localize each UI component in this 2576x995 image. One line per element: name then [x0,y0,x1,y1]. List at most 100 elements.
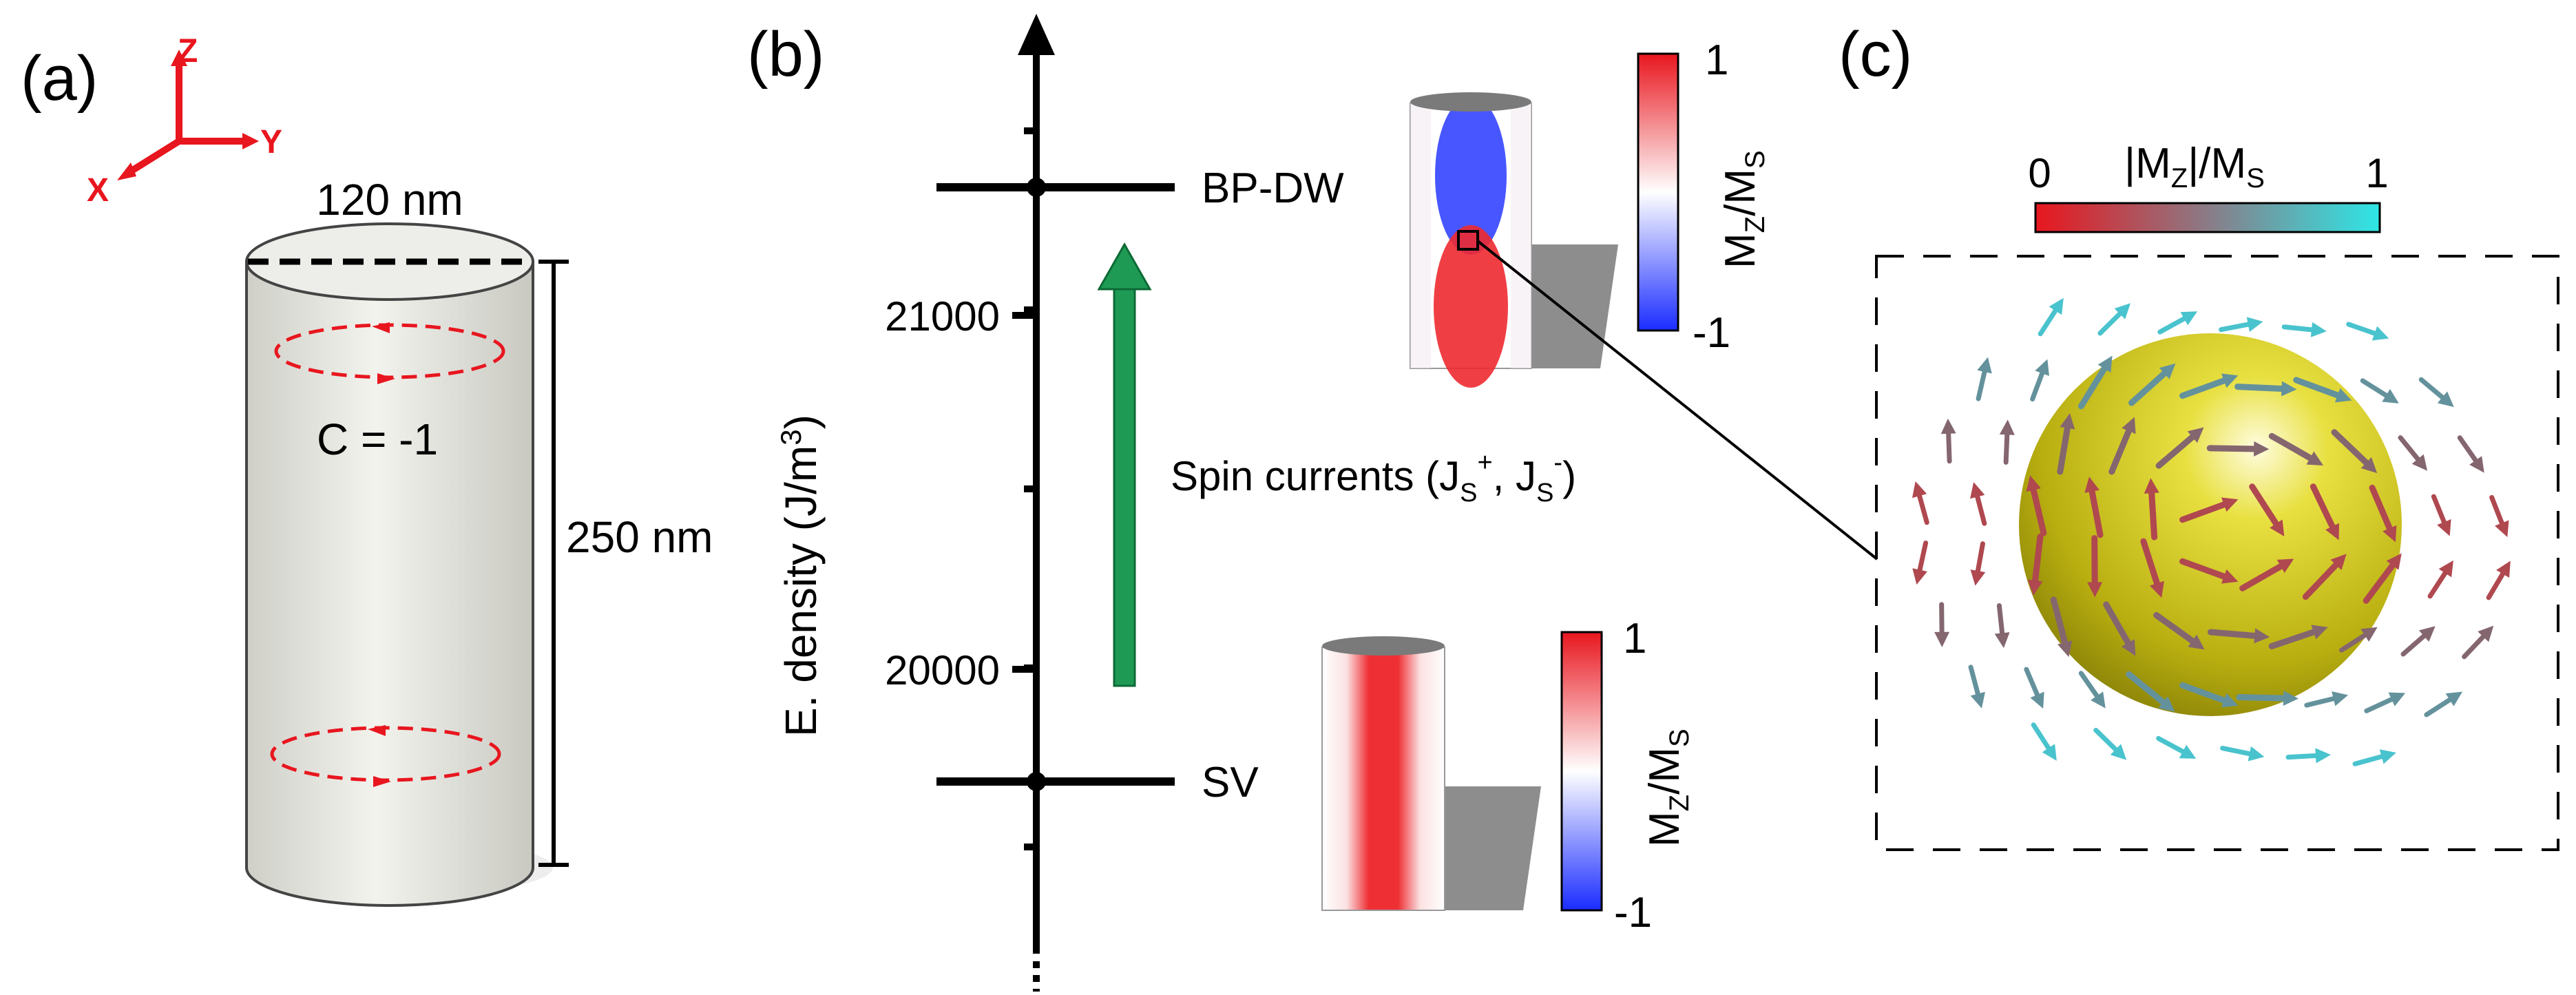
axis-x-label: X [87,172,109,209]
tick-label-21000: 21000 [885,293,1000,339]
state-label-bp-dw: BP-DW [1202,165,1344,212]
colorbar-magnitude [2034,202,2381,233]
vector-arrow [2331,429,2378,474]
vector-arrow [2369,484,2397,543]
vector-arrow [2144,478,2159,541]
vector-arrow [2489,494,2509,538]
vector-arrow [2126,671,2175,712]
panel-b: (b) 21000 20000 E. density (J/m3) BP-DW … [747,14,1878,992]
vector-arrow [2310,483,2339,541]
vector-arrow [2179,558,2239,584]
vector-arrow [1994,603,2010,649]
colorbar-magnitude-max: 1 [2365,150,2388,196]
sv-magnetization-inset [1321,636,1541,911]
bloch-point-sphere [2019,333,2402,716]
colorbar-upper-min: -1 [1693,309,1730,357]
colorbar-lower-max: 1 [1623,615,1646,662]
vector-arrow [2462,625,2494,660]
panel-a: (a) Z Y X 120 nm C = -1 [21,33,713,907]
vector-arrow [2155,427,2204,469]
vector-arrow [2346,322,2389,341]
vector-arrow [2400,626,2436,657]
vector-arrow [2157,311,2198,335]
vector-arrow [2128,363,2176,406]
panel-b-label: (b) [747,19,824,90]
vector-arrow [2363,553,2402,604]
energy-axis-arrowhead [1018,14,1055,55]
vector-arrow [2156,735,2197,759]
panel-c: (c) 0 1 |MZ|/MS [1839,19,2559,851]
energy-level-sv [936,772,1175,791]
tick-label-20000: 20000 [885,647,1000,693]
vector-arrow [2084,476,2104,538]
vector-arrow [2360,378,2399,404]
vector-arrow [1999,419,2015,465]
vector-arrow [2093,727,2127,760]
height-scale-bar [538,260,569,867]
vector-arrow [1934,602,1950,647]
vector-arrow [2431,494,2451,536]
colorbar-magnitude-label: |MZ|/MS [2124,140,2265,193]
spin-currents-caption: Spin currents (JS+, JS-) [1171,448,1576,507]
vector-arrow [2236,691,2298,706]
coordinate-axes [117,50,259,180]
panel-a-label: (a) [21,43,98,114]
energy-level-bp-dw [936,178,1175,197]
axis-z-label: Z [178,33,198,70]
colorbar-lower-label: MZ/MS [1641,729,1695,847]
bp-dw-magnetization-inset [1410,92,1618,388]
vector-arrow [2304,691,2349,708]
zoom-frame [1875,255,2559,851]
diameter-label: 120 nm [316,175,463,224]
vector-arrow [2268,625,2328,649]
magnetization-vector-field [1912,297,2511,766]
energy-axis-label: E. density (J/m3) [775,415,826,737]
vector-arrow [2057,413,2075,475]
vector-arrow [2219,317,2263,333]
axis-y-label: Y [260,124,282,160]
colorbar-upper-max: 1 [1705,36,1728,84]
colorbar-magnitude-min: 0 [2028,150,2051,196]
vector-arrow [2339,627,2378,653]
vector-arrow [2220,746,2265,762]
vector-arrow [1970,482,1987,526]
vector-arrow [2026,475,2047,536]
colorbar-lower-min: -1 [1614,889,1652,936]
energy-axis [1012,52,1040,992]
vector-arrow [2234,381,2297,397]
vector-arrow [2087,534,2103,598]
vector-arrow [2249,483,2285,536]
vector-arrow [2153,611,2205,650]
vector-arrow [2364,692,2406,713]
colorbar-upper-label: MZ/MS [1717,150,1770,269]
vector-arrow [2207,628,2270,644]
vector-arrow [2418,377,2454,408]
vector-arrow [2024,667,2044,709]
vector-arrow [2078,671,2106,709]
vector-arrow [2179,682,2239,708]
vector-arrow [2108,417,2136,475]
vector-arrow [1912,541,1929,585]
vector-arrow [1970,541,1986,586]
colorbar-upper [1637,52,1679,332]
vector-arrow [1968,664,1985,709]
vector-arrow [2293,377,2352,403]
vector-arrow [2103,601,2136,656]
panel-c-label: (c) [1839,19,1912,90]
chirality-label: C = -1 [317,415,438,464]
nanowire-cylinder [245,222,553,907]
vector-arrow [2424,691,2463,718]
vector-arrow [2206,441,2270,457]
spin-current-arrow [1097,242,1152,687]
vector-arrow [2302,554,2347,600]
zoom-box [1457,230,1479,251]
vector-arrow [2077,355,2113,410]
vector-arrow [2352,749,2396,766]
vector-arrow [2179,373,2239,399]
vector-arrow [2281,322,2327,337]
vector-arrow [2050,596,2073,658]
colorbar-lower [1560,631,1603,912]
state-label-sv: SV [1202,759,1259,806]
vector-arrow [2038,297,2064,337]
